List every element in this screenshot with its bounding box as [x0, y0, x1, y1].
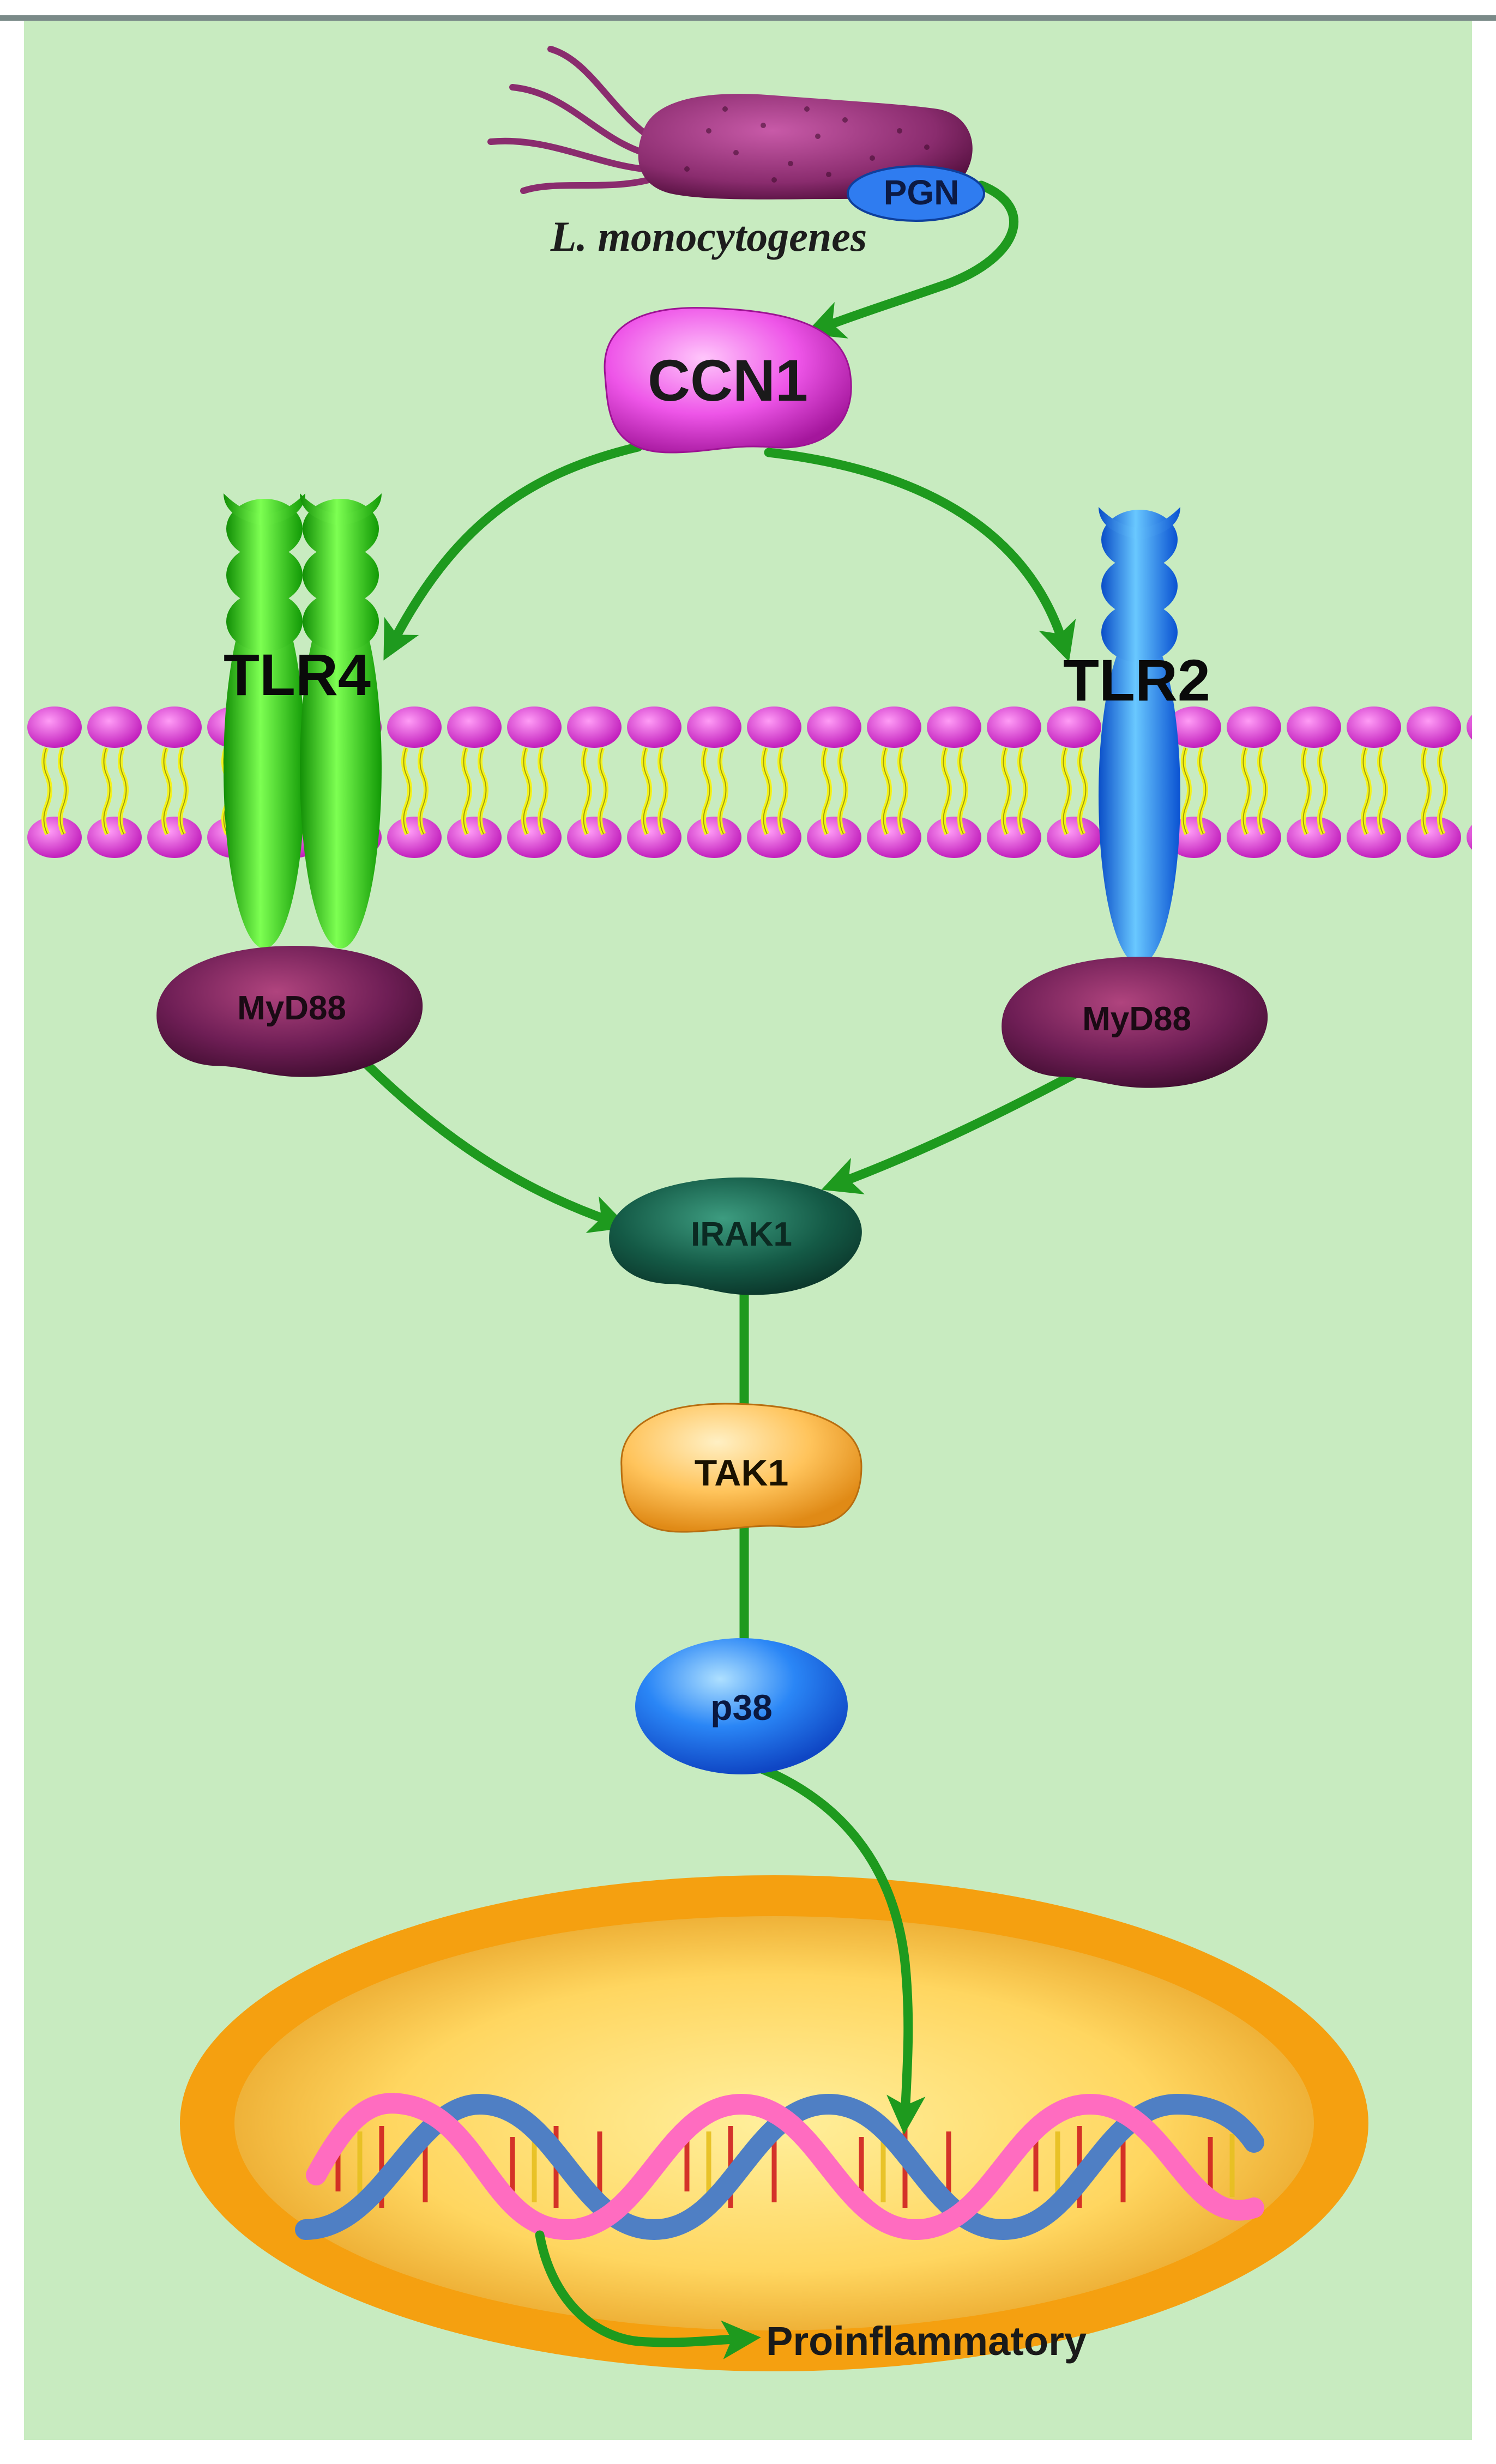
top-border: [0, 15, 1496, 21]
arrow-pgn-to-ccn1: [805, 180, 1018, 339]
tak1-label: TAK1: [695, 1452, 789, 1494]
arrow-ccn1-to-tlr4: [383, 442, 643, 661]
tak1-node: TAK1: [620, 1403, 862, 1533]
myd88-right-label: MyD88: [1082, 1000, 1191, 1038]
arrow-myd88-right-to-irak1: [821, 1061, 1095, 1194]
p38-node: p38: [635, 1638, 848, 1774]
tlr2-receptor: TLR2: [1063, 507, 1210, 965]
dna-helix-icon: [295, 2093, 1264, 2240]
pgn-label: PGN: [884, 173, 960, 212]
bacterium-icon: PGN: [487, 46, 985, 222]
tlr2-label: TLR2: [1063, 647, 1210, 713]
tlr4-receptor: TLR4: [224, 493, 382, 949]
arrow-dna-to-proinflammatory: [535, 2230, 761, 2359]
pathway-arrows: [349, 180, 1095, 2359]
arrow-p38-to-dna: [750, 1761, 926, 2135]
bacterium-label: L. monocytogenes: [550, 213, 867, 260]
irak1-node: IRAK1: [609, 1177, 862, 1295]
arrow-ccn1-to-tlr2: [764, 448, 1076, 662]
myd88-left-label: MyD88: [237, 989, 346, 1027]
irak1-label: IRAK1: [691, 1216, 792, 1253]
arrow-myd88-left-to-irak1: [349, 1047, 629, 1233]
tlr4-label: TLR4: [224, 642, 371, 708]
ccn1-node: CCN1: [604, 307, 852, 454]
ccn1-label: CCN1: [648, 347, 808, 413]
myd88-left-node: MyD88: [156, 946, 423, 1077]
p38-label: p38: [710, 1687, 773, 1728]
pgn-node: [847, 165, 985, 222]
proinflammatory-label: Proinflammatory: [766, 2318, 1087, 2364]
myd88-right-node: MyD88: [1002, 957, 1268, 1088]
